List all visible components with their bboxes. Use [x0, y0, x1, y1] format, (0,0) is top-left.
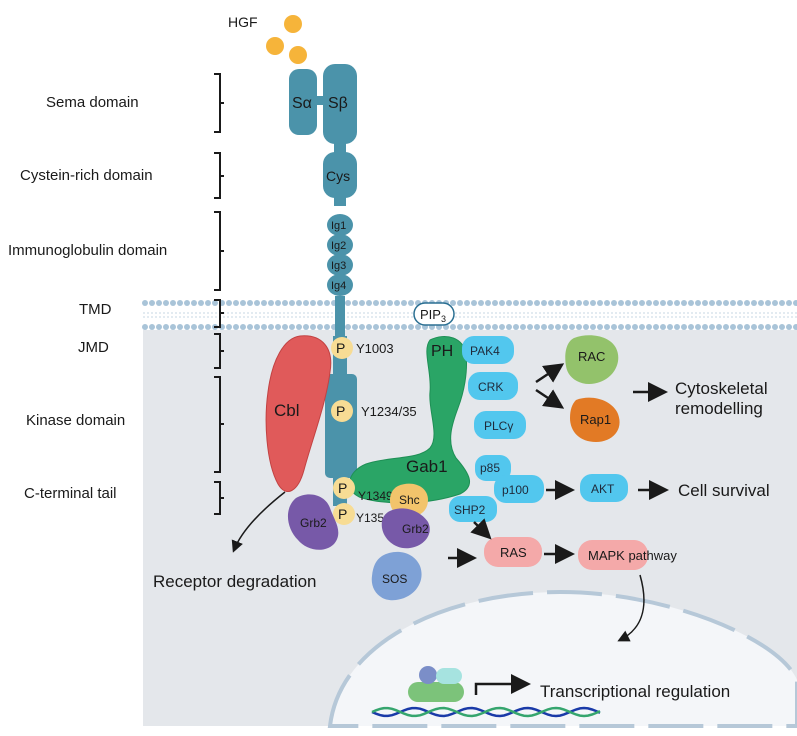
- s-alpha-label: Sα: [292, 95, 312, 112]
- cys-domain: [323, 152, 357, 198]
- cbl-protein: Cbl: [265, 335, 332, 493]
- rac-protein: RAC: [565, 335, 619, 385]
- transcription-complex: [408, 666, 464, 702]
- p85-label: p85: [480, 461, 500, 475]
- c-terminal-tail-label: C-terminal tail: [24, 485, 117, 502]
- rap1-label: Rap1: [580, 412, 611, 427]
- s-beta-label: Sβ: [328, 95, 348, 112]
- crk-label: CRK: [478, 380, 503, 394]
- transmembrane-segment: [335, 296, 345, 338]
- cell-membrane: [142, 300, 797, 330]
- hgf-label: HGF: [228, 14, 258, 30]
- kinase-domain: [325, 374, 357, 478]
- pip3-lipid: PIP3: [413, 302, 455, 326]
- ig1-label: Ig1: [331, 220, 346, 232]
- grb2-left-protein: Grb2: [287, 494, 339, 550]
- ig3-label: Ig3: [331, 260, 346, 272]
- jmd-label: JMD: [78, 339, 109, 356]
- pak4-label: PAK4: [470, 344, 500, 358]
- y1234-label: Y1234/35: [361, 404, 417, 419]
- ig4-label: Ig4: [331, 280, 346, 292]
- shp2-label: SHP2: [454, 503, 486, 517]
- rac-label: RAC: [578, 349, 605, 364]
- shc-label: Shc: [399, 493, 420, 507]
- s-beta-subunit: [323, 64, 357, 144]
- ras-label: RAS: [500, 545, 527, 560]
- cbl-label: Cbl: [274, 401, 300, 420]
- grb2-right-label: Grb2: [402, 522, 429, 536]
- sos-label: SOS: [382, 572, 407, 586]
- ig2-label: Ig2: [331, 240, 346, 252]
- pathway-arrows: [231, 363, 669, 695]
- ig-domains: Ig1 Ig2 Ig3 Ig4: [327, 214, 353, 296]
- phosphotyrosines: P Y1003 P Y1234/35 P Y1349 P Y1356: [331, 337, 417, 525]
- gab1-protein: PH Gab1: [349, 336, 470, 504]
- grb2-left-label: Grb2: [300, 516, 327, 530]
- plcy-label: PLCγ: [484, 419, 513, 433]
- p-y1234: P: [336, 403, 345, 419]
- ras-protein: RAS: [484, 537, 542, 567]
- mapk-label: MAPK pathway: [588, 548, 677, 563]
- kinase-domain-label: Kinase domain: [26, 412, 125, 429]
- y1003-label: Y1003: [356, 341, 394, 356]
- cyan-proteins: PAK4 CRK PLCγ p85 p100 SHP2 AKT: [449, 336, 628, 522]
- y1349-label: Y1349: [358, 489, 393, 503]
- cys-rich-domain-label: Cystein-rich domain: [20, 167, 153, 184]
- grb2-right-protein: Grb2: [381, 508, 430, 549]
- mapk-protein: MAPK pathway: [578, 540, 677, 570]
- met-receptor: Sα Sβ Cys Ig1 Ig2 Ig3 Ig4: [289, 64, 357, 506]
- tmd-label: TMD: [79, 301, 112, 318]
- domain-labels: Sema domain Cystein-rich domain Immunogl…: [8, 73, 224, 515]
- sema-domain-label: Sema domain: [46, 94, 139, 111]
- cell-survival-label: Cell survival: [678, 481, 770, 500]
- cytoskeletal-label-line1: Cytoskeletal: [675, 379, 768, 398]
- ph-label: PH: [431, 343, 453, 360]
- s-alpha-subunit: [289, 69, 317, 135]
- ig-domain-label: Immunoglobulin domain: [8, 242, 167, 259]
- svg-text:PIP3: PIP3: [420, 307, 446, 324]
- p-y1003: P: [336, 340, 345, 356]
- transcription-label: Transcriptional regulation: [540, 682, 730, 701]
- pip3-label: PIP: [420, 307, 441, 322]
- pip3-subscript: 3: [441, 314, 446, 324]
- p-y1349: P: [338, 480, 347, 496]
- cytoskeletal-label-line2: remodelling: [675, 399, 763, 418]
- akt-label: AKT: [591, 482, 615, 496]
- gab1-label: Gab1: [406, 457, 448, 476]
- receptor-degradation-label: Receptor degradation: [153, 572, 317, 591]
- cys-label: Cys: [326, 168, 350, 184]
- p100-label: p100: [502, 483, 529, 497]
- p-y1356: P: [338, 506, 347, 522]
- dna-helix: [371, 706, 601, 718]
- rap1-protein: Rap1: [570, 397, 620, 442]
- sos-protein: SOS: [371, 551, 422, 601]
- hgf-ligand: HGF: [228, 14, 307, 64]
